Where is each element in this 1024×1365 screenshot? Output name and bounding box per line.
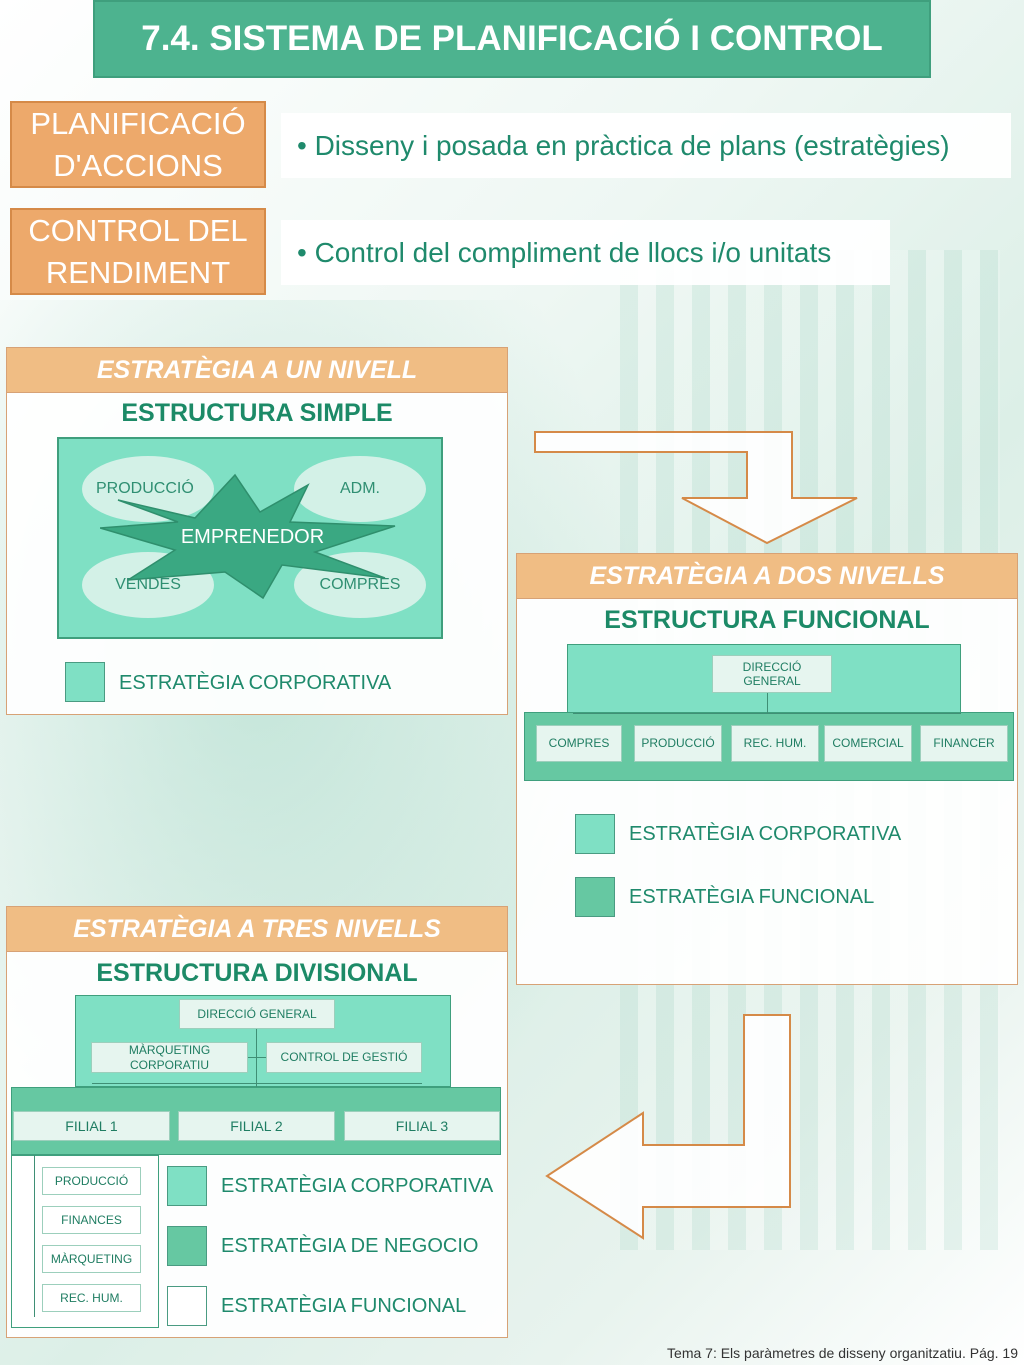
legend-label-functional: ESTRATÈGIA FUNCIONAL (221, 1295, 467, 1317)
page-footer: Tema 7: Els paràmetres de disseny organi… (667, 1345, 1018, 1361)
legend-square-functional (575, 877, 615, 917)
connector-line (247, 1057, 267, 1058)
legend-label-functional: ESTRATÈGIA FUNCIONAL (629, 886, 875, 908)
legend-square-corporate (167, 1166, 207, 1206)
dept-produccio: PRODUCCIÓ (634, 725, 722, 762)
legend-square-business (167, 1226, 207, 1266)
dept-financer: FINANCER (920, 725, 1008, 762)
control-label: CONTROL DEL RENDIMENT (10, 208, 266, 295)
connector-line (767, 693, 768, 713)
connector-line (34, 1155, 35, 1317)
connector-line (92, 1083, 422, 1084)
func-rec-hum: REC. HUM. (42, 1284, 141, 1312)
legend-label-business: ESTRATÈGIA DE NEGOCIO (221, 1235, 479, 1257)
legend-square-corporate (65, 662, 105, 702)
planning-label-line2: D'ACCIONS (53, 147, 223, 183)
legend-square-corporate (575, 814, 615, 854)
node-control-de-gestio: CONTROL DE GESTIÓ (266, 1042, 422, 1073)
control-description: • Control del compliment de llocs i/o un… (281, 220, 890, 285)
divisional-structure-heading: ESTRUCTURA DIVISIONAL (96, 959, 418, 987)
node-direccio-general-line1: DIRECCIÓ (742, 659, 802, 674)
functional-structure-heading: ESTRUCTURA FUNCIONAL (604, 606, 930, 634)
dept-compres: COMPRES (536, 725, 622, 762)
oval-adm: ADM. (294, 456, 426, 522)
dept-rec-hum: REC. HUM. (731, 725, 819, 762)
node-marqueting-corporatiu-line2: CORPORATIU (129, 1057, 210, 1072)
entrepreneur-label: EMPRENEDOR (180, 526, 325, 548)
panel-two-levels-header: ESTRATÈGIA A DOS NIVELLS (517, 554, 1017, 599)
legend-label-corporate: ESTRATÈGIA CORPORATIVA (119, 672, 392, 694)
arrow-left (545, 1014, 791, 1240)
node-filial-2: FILIAL 2 (178, 1111, 335, 1141)
legend-square-functional (167, 1286, 207, 1326)
planning-description: • Disseny i posada en pràctica de plans … (281, 113, 1011, 178)
legend-label-corporate: ESTRATÈGIA CORPORATIVA (629, 823, 902, 845)
func-produccio: PRODUCCIÓ (42, 1167, 141, 1195)
dept-comercial: COMERCIAL (824, 725, 912, 762)
node-filial-3: FILIAL 3 (344, 1111, 500, 1141)
func-marqueting: MÀRQUETING (42, 1245, 141, 1273)
node-marqueting-corporatiu: MÀRQUETING CORPORATIU (91, 1042, 248, 1073)
panel-one-level-header: ESTRATÈGIA A UN NIVELL (7, 348, 507, 393)
legend-label-corporate: ESTRATÈGIA CORPORATIVA (221, 1175, 494, 1197)
entrepreneur-star (100, 473, 396, 600)
control-label-line1: CONTROL DEL (28, 212, 248, 248)
node-direccio-general-line2: GENERAL (743, 674, 801, 688)
func-finances: FINANCES (42, 1206, 141, 1234)
connector-line (573, 713, 961, 714)
arrow-down-right (534, 431, 858, 545)
page-title: 7.4. SISTEMA DE PLANIFICACIÓ I CONTROL (93, 0, 931, 78)
simple-structure-heading: ESTRUCTURA SIMPLE (121, 399, 393, 427)
control-label-line2: RENDIMENT (45, 254, 231, 290)
planning-label: PLANIFICACIÓ D'ACCIONS (10, 101, 266, 188)
node-marqueting-corporatiu-line1: MÀRQUETING (128, 1043, 211, 1058)
panel-three-levels-header: ESTRATÈGIA A TRES NIVELLS (7, 907, 507, 952)
connector-line (256, 1029, 257, 1087)
node-direccio-general: DIRECCIÓ GENERAL (712, 655, 832, 693)
planning-label-line1: PLANIFICACIÓ (30, 105, 246, 141)
node-direccio-general: DIRECCIÓ GENERAL (179, 999, 335, 1029)
node-filial-1: FILIAL 1 (13, 1111, 170, 1141)
